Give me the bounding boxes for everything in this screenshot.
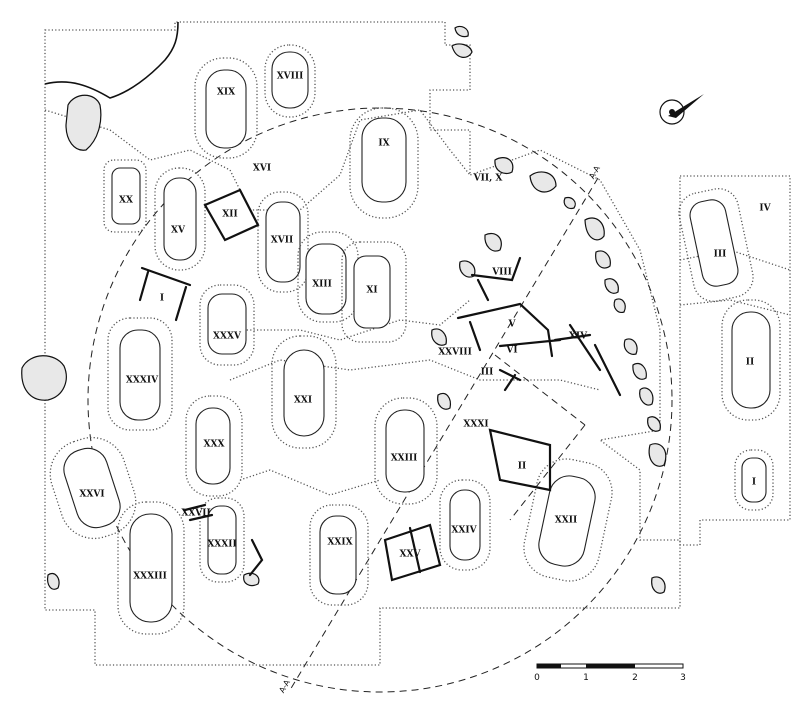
grave-label: IV xyxy=(759,204,771,214)
grave-label: XVII xyxy=(271,236,293,246)
grave-label: XXVII xyxy=(181,509,210,519)
grave-label: VII, X xyxy=(473,174,503,184)
grave-label: XXVI xyxy=(79,490,104,500)
grave-label: II xyxy=(518,462,526,472)
layer-contour xyxy=(229,359,601,391)
layer-contour xyxy=(240,299,471,341)
timber-chambers xyxy=(138,188,622,582)
section-line-offset xyxy=(494,354,586,426)
grave-label: XXVIII xyxy=(438,348,472,358)
grave-label: IX xyxy=(378,139,389,149)
grave-label: XXII xyxy=(555,516,577,526)
grave-label: III xyxy=(481,368,494,378)
scale-tick: 2 xyxy=(632,673,638,683)
grave-label: XXXI xyxy=(463,420,488,430)
scale-bar: 0 1 2 3 xyxy=(534,663,686,683)
grave-label: XXXIV xyxy=(126,376,159,386)
grave-label: XII xyxy=(222,210,237,220)
layer-contour xyxy=(44,109,471,211)
grave-label: XXIII xyxy=(391,454,418,464)
grave-label: XVI xyxy=(253,164,271,174)
section-label: A-A xyxy=(277,678,292,695)
scale-tick: 0 xyxy=(534,673,540,683)
grave-label: XX xyxy=(119,196,133,206)
grave-label: XXXIII xyxy=(133,572,167,582)
scale-tick: 3 xyxy=(680,673,686,683)
grave-label: I xyxy=(160,294,164,304)
layer-contour xyxy=(679,299,791,316)
extension-trench xyxy=(679,175,791,546)
grave-label: XXIX xyxy=(327,538,352,548)
grave-label: XXIV xyxy=(451,526,477,536)
grave-label: III xyxy=(714,250,727,260)
north-arrow-icon xyxy=(659,94,704,125)
grave-labels: XIX XVIII IX XX XV XII XVII XIII XI I XX… xyxy=(79,72,771,582)
grave-label: XIV xyxy=(569,332,588,342)
grave-label: VIII xyxy=(491,268,512,278)
layer-contour xyxy=(239,469,381,496)
grave-label: II xyxy=(746,358,754,368)
grave-pits xyxy=(49,44,781,635)
grave-label: XXV xyxy=(400,550,422,560)
grave-label: XV xyxy=(171,226,186,236)
stream-line xyxy=(44,21,179,99)
stones xyxy=(21,25,667,594)
scale-tick: 1 xyxy=(583,673,589,683)
grave-label: I xyxy=(752,478,756,488)
grave-label: XXI xyxy=(294,396,312,406)
section-label: A-A xyxy=(587,164,602,181)
grave-label: XXXII xyxy=(207,540,236,550)
grave-label: XIX xyxy=(217,88,235,98)
section-line-offset xyxy=(509,424,586,521)
grave-label: VI xyxy=(505,346,517,356)
grave-label: XXXV xyxy=(213,332,242,342)
grave-label: V xyxy=(508,320,517,330)
grave-label: XVIII xyxy=(277,72,304,82)
grave-label: XIII xyxy=(312,280,332,290)
grave-label: XXX xyxy=(204,440,225,450)
grave-label: XI xyxy=(366,286,377,296)
barrow-circle xyxy=(87,107,673,693)
